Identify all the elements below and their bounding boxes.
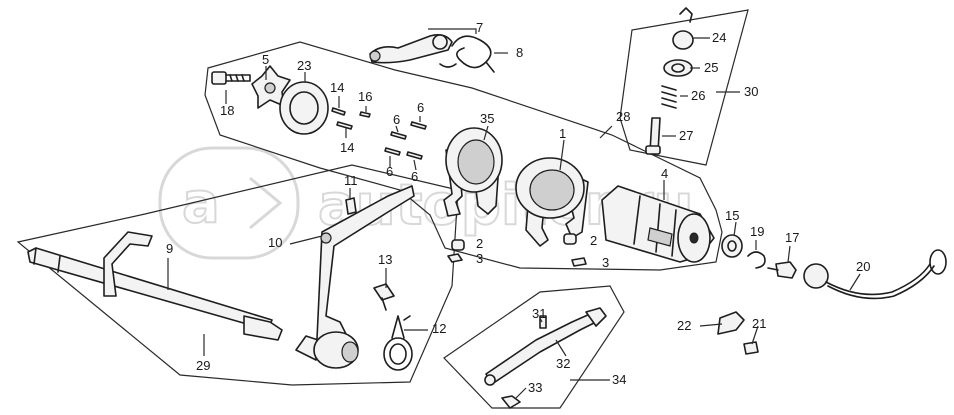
group-outlines [16, 9, 749, 409]
label-35: 35 [480, 111, 494, 126]
label-28: 28 [616, 109, 630, 124]
bolt-11-part [345, 197, 357, 215]
label-31: 31 [532, 306, 546, 321]
label-9: 9 [166, 241, 173, 256]
label-6b: 6 [417, 100, 424, 115]
label-27: 27 [679, 128, 693, 143]
shift-drum-part [601, 185, 715, 263]
shift-shaft-part [27, 231, 283, 341]
label-25: 25 [704, 60, 718, 75]
label-14b: 14 [340, 140, 354, 155]
label-16: 16 [358, 89, 372, 104]
label-19: 19 [750, 224, 764, 239]
label-5: 5 [262, 52, 269, 67]
label-26: 26 [691, 88, 705, 103]
return-spring-part [383, 315, 413, 371]
shift-arm-part [295, 185, 415, 369]
label-10: 10 [268, 235, 282, 250]
shift-pedal-part [484, 307, 607, 409]
leader-lines [167, 28, 861, 399]
fork-pins [447, 233, 587, 267]
shift-fork-35-part [443, 127, 503, 217]
label-24: 24 [712, 30, 726, 45]
label-13: 13 [378, 252, 392, 267]
label-11: 11 [344, 173, 358, 188]
ring-23-part [279, 81, 329, 135]
label-12: 12 [432, 321, 446, 336]
label-22: 22 [677, 318, 691, 333]
stopper-group-outline [619, 9, 749, 166]
stopper-assembly [645, 7, 694, 155]
label-6d: 6 [411, 169, 418, 184]
label-4: 4 [661, 166, 668, 181]
stopper-arm-part [369, 34, 453, 64]
label-3b: 3 [602, 255, 609, 270]
label-23: 23 [297, 58, 311, 73]
label-21: 21 [752, 316, 766, 331]
pedal-group-outline [443, 285, 625, 409]
label-2a: 2 [476, 236, 483, 251]
bolt-18-part [211, 71, 251, 85]
label-8: 8 [516, 45, 523, 60]
drum-end-parts [721, 234, 947, 300]
label-20: 20 [856, 259, 870, 274]
label-18: 18 [220, 103, 234, 118]
label-3a: 3 [476, 251, 483, 266]
label-7: 7 [476, 20, 483, 35]
pin-13-part [373, 283, 395, 311]
shift-shaft-group-outline [16, 164, 459, 386]
label-30: 30 [744, 84, 758, 99]
label-15: 15 [725, 208, 739, 223]
label-6a: 6 [393, 112, 400, 127]
label-17: 17 [785, 230, 799, 245]
label-29: 29 [196, 358, 210, 373]
star-cam-part [251, 65, 291, 109]
label-33: 33 [528, 380, 542, 395]
shift-drum-group-outline [204, 41, 723, 271]
shift-fork-1-part [515, 157, 589, 247]
dowel-pins [331, 107, 427, 160]
stopper-spring-part [439, 35, 495, 73]
label-1: 1 [559, 126, 566, 141]
watermark-logo-frame [158, 146, 300, 260]
part-labels: 1 2 2 3 3 4 5 6 6 6 6 7 8 9 10 11 12 13 … [166, 20, 870, 395]
label-34: 34 [612, 372, 626, 387]
label-32: 32 [556, 356, 570, 371]
label-2b: 2 [590, 233, 597, 248]
label-14a: 14 [330, 80, 344, 95]
label-6c: 6 [386, 164, 393, 179]
